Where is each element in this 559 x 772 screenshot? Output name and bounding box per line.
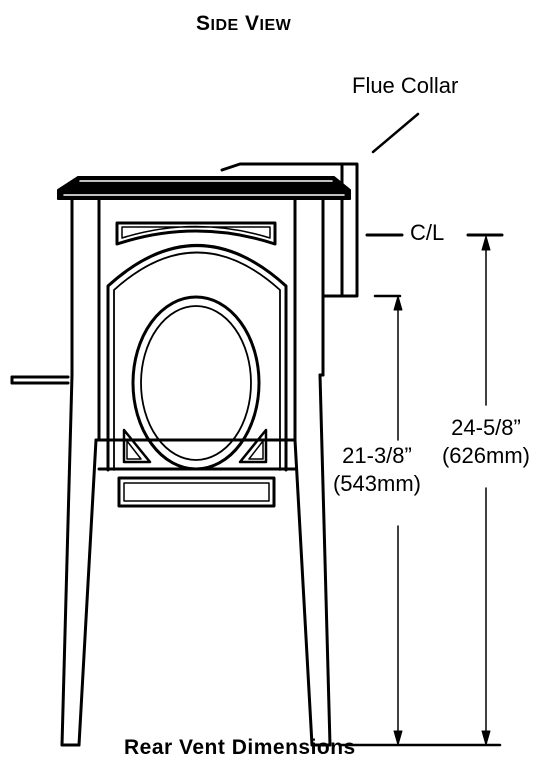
dimension-line-collar-bottom [393, 295, 403, 746]
stove-top [57, 176, 351, 200]
dimension-line-centerline [481, 235, 491, 746]
centerline-label: C/L [410, 220, 445, 245]
flue-collar [220, 162, 359, 298]
dimension-metric: (626mm) [441, 443, 530, 468]
stove-body [60, 197, 332, 747]
diagram-caption: Rear Vent Dimensions [124, 736, 356, 759]
ash-rod [10, 375, 70, 385]
stove-vents [115, 221, 277, 508]
dimension-imperial: 24-5/8” [451, 415, 521, 440]
diagram-title: SIDE VIEW [196, 12, 292, 35]
dimension-label-collar-bottom: 21-3/8” (543mm) [322, 442, 432, 498]
dimension-metric: (543mm) [332, 471, 421, 496]
stove-door [106, 244, 288, 472]
dimension-label-centerline: 24-5/8” (626mm) [438, 414, 534, 470]
flue-collar-leader [371, 112, 420, 154]
flue-collar-label: Flue Collar [352, 73, 459, 98]
dimension-imperial: 21-3/8” [342, 443, 412, 468]
